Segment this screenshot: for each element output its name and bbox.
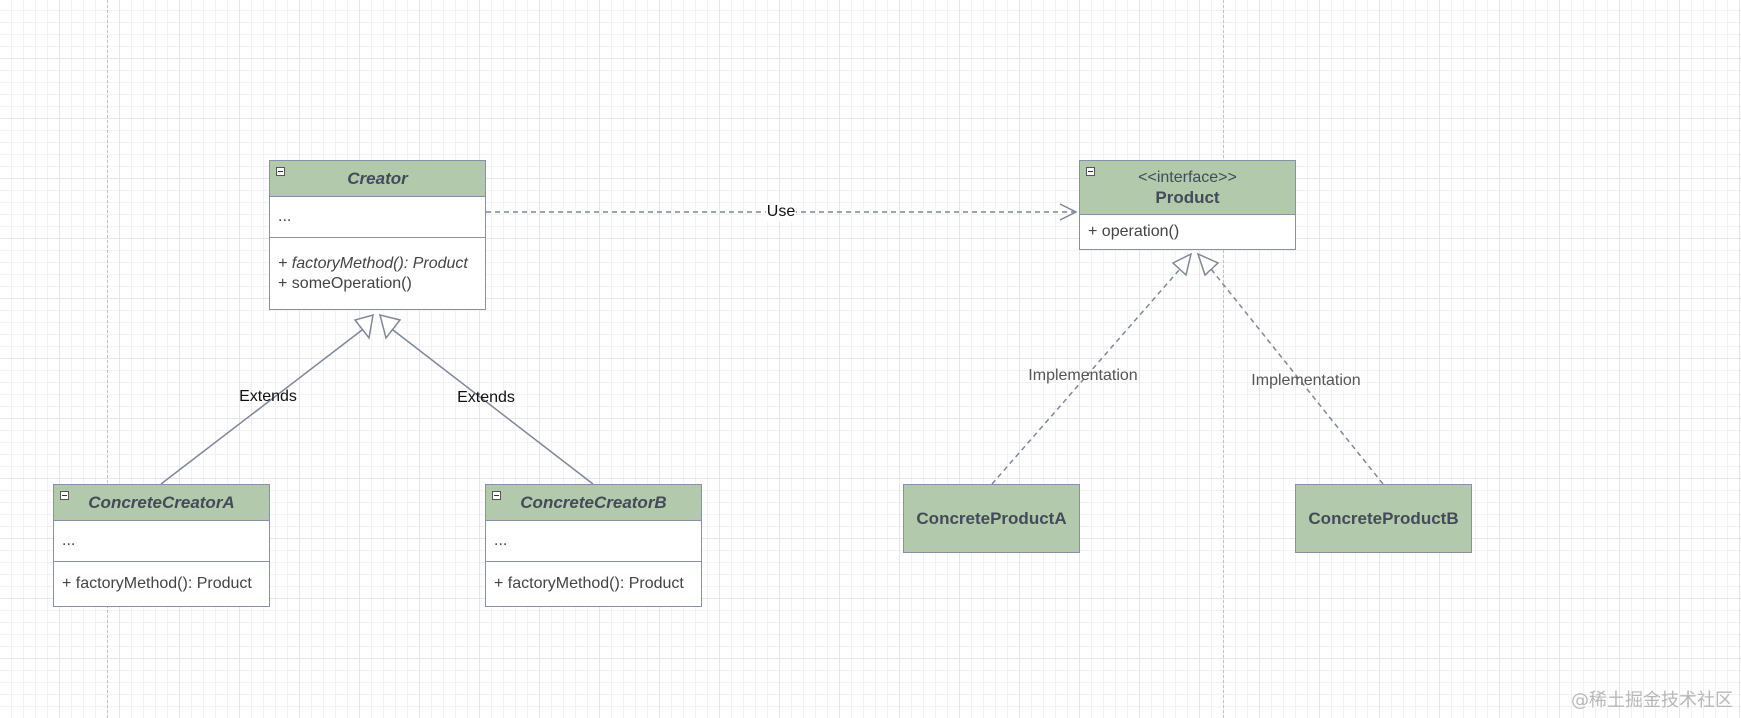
class-name: ConcreteCreatorB [520,492,667,512]
operation-factory-method: + factoryMethod(): Product [278,254,468,272]
collapse-icon[interactable] [492,491,501,500]
class-name: ConcreteProductB [1308,508,1459,528]
attributes-section[interactable]: ... [270,197,485,237]
collapse-icon[interactable] [1086,167,1095,176]
operations-section[interactable]: + factoryMethod(): Product + someOperati… [270,237,485,309]
extends-edge-label-a[interactable]: Extends [239,388,297,405]
attributes-section[interactable]: ... [54,521,269,561]
class-name: Creator [347,168,408,188]
attribute-placeholder: ... [278,208,292,225]
operation-some-operation: + someOperation() [278,274,412,292]
extends-arrowhead-b [378,313,402,340]
creator-class[interactable]: Creator ... + factoryMethod(): Product +… [269,160,486,310]
concrete-creator-b-class[interactable]: ConcreteCreatorB ... + factoryMethod(): … [485,484,702,607]
product-interface[interactable]: <<interface>> Product + operation() [1079,160,1296,250]
use-arrowhead [1059,203,1078,221]
class-header[interactable]: ConcreteCreatorB [486,485,701,521]
concrete-creator-a-class[interactable]: ConcreteCreatorA ... + factoryMethod(): … [53,484,270,607]
collapse-icon[interactable] [60,491,69,500]
vertical-guide-line-right [1223,0,1224,718]
operation-operation: + operation() [1088,222,1180,240]
class-header[interactable]: <<interface>> Product [1080,161,1295,215]
implementation-arrowhead-a [1171,252,1193,277]
extends-edge-label-b[interactable]: Extends [457,389,515,406]
use-edge-label[interactable]: Use [765,203,797,221]
implementation-edge-a[interactable] [991,268,1181,485]
attribute-placeholder: ... [62,532,76,549]
extends-edge-b[interactable] [392,329,594,485]
attributes-section[interactable]: ... [486,521,701,561]
implementation-edge-label-a[interactable]: Implementation [1028,367,1138,384]
operation-factory-method: + factoryMethod(): Product [62,574,252,592]
implementation-edge-label-b[interactable]: Implementation [1251,372,1361,389]
attribute-placeholder: ... [494,532,508,549]
implementation-arrowhead-b [1196,252,1220,277]
operations-section[interactable]: + operation() [1080,215,1295,248]
watermark-text: @稀土掘金技术社区 [1571,690,1733,711]
operations-section[interactable]: + factoryMethod(): Product [486,561,701,605]
vertical-guide-line-left [107,0,108,718]
class-header[interactable]: Creator [270,161,485,197]
concrete-product-b-class[interactable]: ConcreteProductB [1295,484,1472,553]
implementation-edge-b[interactable] [1210,268,1384,485]
class-name: ConcreteProductA [916,508,1067,528]
class-name: Product [1155,187,1220,207]
operations-section[interactable]: + factoryMethod(): Product [54,561,269,605]
extends-arrowhead-a [353,313,374,340]
collapse-icon[interactable] [276,167,285,176]
operation-factory-method: + factoryMethod(): Product [494,574,684,592]
extends-edge-a[interactable] [160,329,363,485]
interface-stereotype: <<interface>> [1138,168,1237,186]
concrete-product-a-class[interactable]: ConcreteProductA [903,484,1080,553]
class-header[interactable]: ConcreteCreatorA [54,485,269,521]
class-name: ConcreteCreatorA [88,492,235,512]
